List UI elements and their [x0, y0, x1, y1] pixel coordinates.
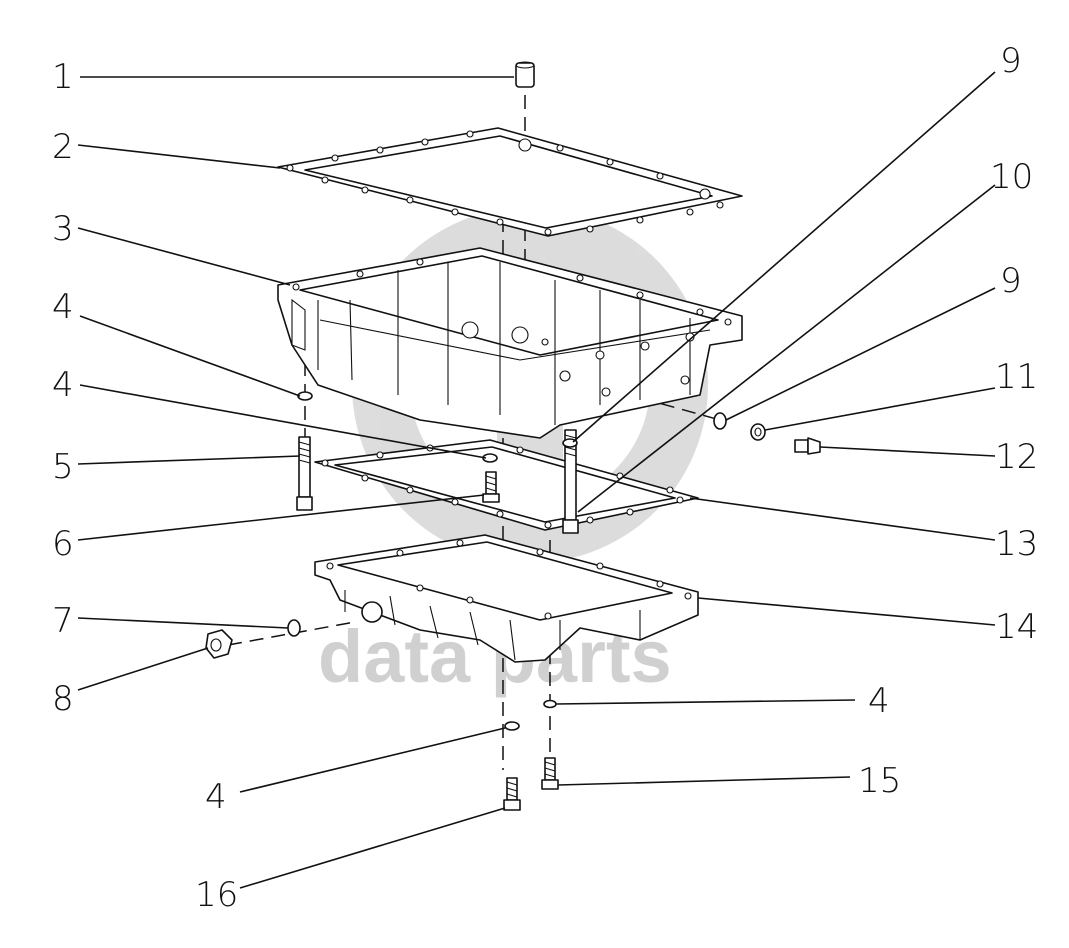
short-bolt	[482, 471, 500, 503]
washer-group	[297, 391, 557, 731]
callout-15: 15	[858, 761, 901, 801]
callout-6: 6	[52, 524, 74, 564]
callout-5: 5	[52, 447, 74, 487]
callout-8: 8	[52, 679, 74, 719]
upper-gasket	[277, 127, 743, 237]
callout-10: 10	[990, 157, 1033, 197]
callout-4c: 4	[868, 681, 890, 721]
callout-9a: 9	[1000, 41, 1022, 81]
callout-9b: 9	[1000, 261, 1022, 301]
washer-4-left	[297, 391, 313, 401]
callout-3: 3	[52, 209, 74, 249]
lower-oil-pan	[314, 534, 699, 663]
dowel-pin	[515, 61, 535, 88]
callout-4b: 4	[52, 365, 74, 405]
side-drain-plug-assembly	[713, 412, 821, 455]
callout-4d: 4	[205, 777, 227, 817]
leader-lines	[77, 71, 996, 889]
callout-14: 14	[995, 607, 1038, 647]
callout-11: 11	[995, 357, 1038, 397]
callout-4a: 4	[52, 287, 74, 327]
callout-16: 16	[195, 875, 238, 915]
bottom-bolt-16	[503, 777, 521, 811]
washer-4-right	[543, 699, 557, 709]
washer-4-bottom	[504, 721, 520, 731]
callout-7: 7	[52, 601, 74, 641]
upper-oil-pan	[277, 247, 743, 439]
callout-labels: 1 2 3 4 4 5 6 7 8 9 10 9 11 12 13 14 4 1…	[52, 41, 1038, 915]
callout-13: 13	[995, 524, 1038, 564]
callout-2: 2	[52, 127, 74, 167]
bottom-bolt-15	[541, 757, 559, 790]
long-bolt-left	[296, 436, 313, 511]
callout-12: 12	[995, 437, 1038, 477]
callout-1: 1	[52, 57, 74, 97]
